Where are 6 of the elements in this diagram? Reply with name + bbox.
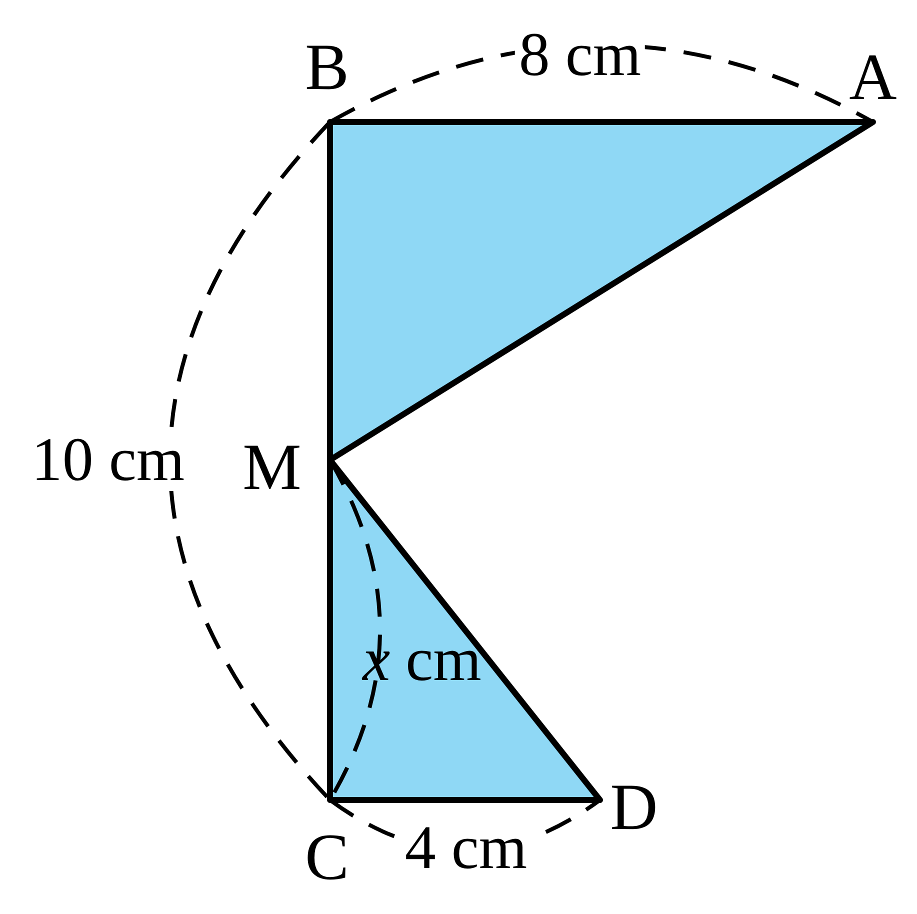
dimension-label: x cm	[360, 629, 482, 691]
point-label: C	[304, 825, 350, 891]
point-label: M	[242, 435, 302, 501]
point-label: A	[848, 45, 898, 111]
point-label: B	[304, 35, 350, 101]
point-label: D	[609, 775, 659, 841]
